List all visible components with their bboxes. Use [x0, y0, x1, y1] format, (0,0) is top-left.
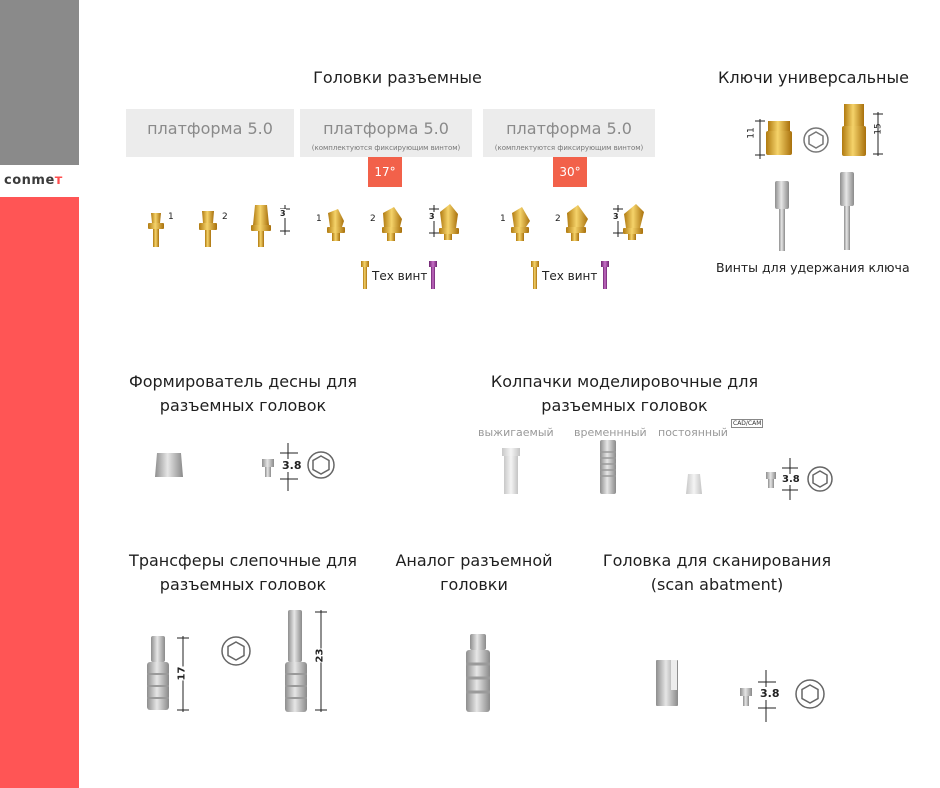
scan-abutment-icon [656, 660, 678, 706]
keys-title: Ключи универсальные [718, 68, 909, 87]
straight-head-1-icon [148, 213, 164, 247]
sidebar-gray-block [0, 0, 79, 165]
angled-head-30-3-icon [623, 204, 644, 240]
sidebar-logo-band [0, 165, 79, 197]
key-retaining-screw-short-icon [775, 181, 789, 251]
cap-type-burnout: выжигаемый [478, 426, 554, 439]
straight-head-2-icon [199, 211, 217, 247]
caps-title: Колпачки моделировочные для разъемных го… [490, 372, 759, 415]
short-key-dim: 11 [746, 127, 757, 139]
sidebar-red-block [0, 197, 79, 788]
head-height-label: 3 [613, 212, 619, 221]
head-height-label: 3 [280, 209, 286, 218]
temporary-cap-icon [600, 440, 616, 494]
platform-label: платформа 5.0 [323, 119, 449, 138]
analog-title: Аналог разъемной головки [395, 551, 553, 594]
company-logo: conmeт [4, 173, 63, 188]
head-number: 1 [316, 214, 322, 224]
head-number: 2 [222, 212, 228, 222]
head-height-label: 3 [429, 212, 435, 221]
hex-socket-icon [221, 636, 251, 666]
platform-card-1: платформа 5.0 [126, 109, 294, 157]
angled-head-30-1-icon [511, 207, 530, 241]
screw-dim-label: 3.8 [782, 474, 800, 485]
fixing-screw-dimension-icon [740, 670, 825, 722]
tech-screw-gold-icon [531, 261, 539, 289]
angled-head-30-2-icon [566, 205, 588, 241]
tech-screw-label: Тех винт [542, 269, 598, 283]
platform-card-2: платформа 5.0 (комплектуются фиксирующим… [300, 109, 472, 157]
tall-key-dim: 15 [873, 123, 884, 135]
angle-badge-30: 30° [553, 157, 587, 187]
angle-badge-17: 17° [368, 157, 402, 187]
head-number: 1 [168, 212, 174, 222]
gum-former-title: Формирователь десны для разъемных голово… [128, 372, 358, 415]
fixing-screw-dimension-icon [766, 458, 833, 500]
tall-key-icon [842, 104, 883, 156]
key-screws-label: Винты для удержания ключа [716, 260, 910, 275]
short-transfer-dim: 17 [176, 666, 188, 681]
long-transfer-icon [285, 610, 327, 712]
tech-screw-label: Тех винт [372, 269, 428, 283]
angled-head-3-icon [439, 204, 459, 240]
angled-head-2-icon [382, 207, 402, 241]
transfers-title: Трансферы слепочные для разъемных голово… [129, 551, 357, 594]
platform-label: платформа 5.0 [506, 119, 632, 138]
permanent-cap-icon [686, 474, 702, 494]
fixing-screw-dimension-icon [262, 443, 335, 491]
cap-type-permanent: постоянный [658, 426, 728, 439]
platform-label: платформа 5.0 [147, 119, 273, 138]
fixing-screw-purple-icon [429, 261, 437, 289]
dimension-bracket-icon [613, 205, 623, 237]
scan-title: Головка для сканирования (scan abatment) [602, 551, 832, 594]
short-key-icon [755, 119, 792, 159]
cap-type-temporary: временнный [574, 426, 647, 439]
head-number: 2 [555, 214, 561, 224]
cadcam-badge: CAD/CAM [731, 419, 764, 428]
head-analog-icon [466, 634, 490, 712]
screw-dim-label: 3.8 [282, 459, 302, 472]
dimension-bracket-icon [429, 205, 439, 237]
burnout-cap-icon [502, 448, 520, 494]
platform-note: (комплектуются фиксирующим винтом) [311, 144, 461, 152]
platform-note: (комплектуются фиксирующим винтом) [494, 144, 644, 152]
screw-dim-label: 3.8 [760, 687, 780, 700]
straight-head-3-icon [251, 205, 271, 247]
head-number: 2 [370, 214, 376, 224]
head-number: 1 [500, 214, 506, 224]
hex-socket-icon [803, 127, 829, 153]
gum-former-icon [155, 453, 183, 477]
fixing-screw-purple-icon [601, 261, 609, 289]
angled-head-1-icon [327, 209, 345, 241]
heads-title: Головки разъемные [313, 68, 482, 87]
key-retaining-screw-long-icon [840, 172, 854, 250]
tech-screw-gold-icon [361, 261, 369, 289]
long-transfer-dim: 23 [314, 648, 326, 663]
platform-card-3: платформа 5.0 (комплектуются фиксирующим… [483, 109, 655, 157]
